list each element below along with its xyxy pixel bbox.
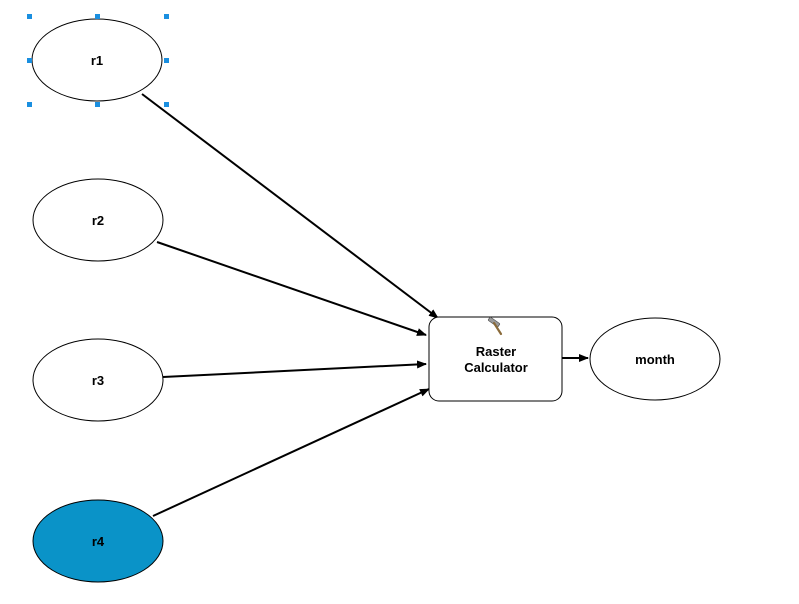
selection-handle-bottom-left[interactable] bbox=[27, 102, 32, 107]
selection-handle-middle-left[interactable] bbox=[27, 58, 32, 63]
connector-r2-to-tool[interactable] bbox=[156, 241, 427, 336]
selection-handle-top-left[interactable] bbox=[27, 14, 32, 19]
node-r3[interactable]: r3 bbox=[32, 338, 164, 422]
node-r3-label: r3 bbox=[92, 373, 104, 388]
connector-r1-to-tool[interactable] bbox=[141, 93, 439, 319]
raster-calculator-shape[interactable] bbox=[428, 316, 563, 402]
node-r3-shape[interactable] bbox=[32, 338, 164, 422]
selection-handle-bottom-center[interactable] bbox=[95, 102, 100, 107]
node-month-label: month bbox=[635, 352, 675, 367]
node-month-shape[interactable] bbox=[589, 317, 721, 401]
node-r4-shape[interactable] bbox=[32, 499, 164, 583]
connectors bbox=[141, 93, 589, 517]
selection-handles[interactable] bbox=[27, 14, 169, 107]
node-r4[interactable]: r4 bbox=[32, 499, 164, 583]
node-r1-label: r1 bbox=[91, 53, 103, 68]
selection-handle-top-right[interactable] bbox=[164, 14, 169, 19]
selection-handle-bottom-right[interactable] bbox=[164, 102, 169, 107]
node-r2-shape[interactable] bbox=[32, 178, 164, 262]
node-month[interactable]: month bbox=[589, 317, 721, 401]
node-r4-label: r4 bbox=[92, 534, 105, 549]
node-r1[interactable]: r1 bbox=[31, 18, 163, 102]
node-r2[interactable]: r2 bbox=[32, 178, 164, 262]
selection-handle-middle-right[interactable] bbox=[164, 58, 169, 63]
connector-r4-to-tool[interactable] bbox=[152, 388, 430, 517]
hammer-icon bbox=[487, 316, 503, 336]
raster-calculator-label-line1: Raster bbox=[476, 344, 516, 359]
raster-calculator-label-line2: Calculator bbox=[464, 360, 528, 375]
connector-r3-to-tool[interactable] bbox=[162, 360, 427, 378]
node-raster-calculator[interactable]: Raster Calculator bbox=[428, 316, 563, 402]
node-r2-label: r2 bbox=[92, 213, 104, 228]
selection-handle-top-center[interactable] bbox=[95, 14, 100, 19]
